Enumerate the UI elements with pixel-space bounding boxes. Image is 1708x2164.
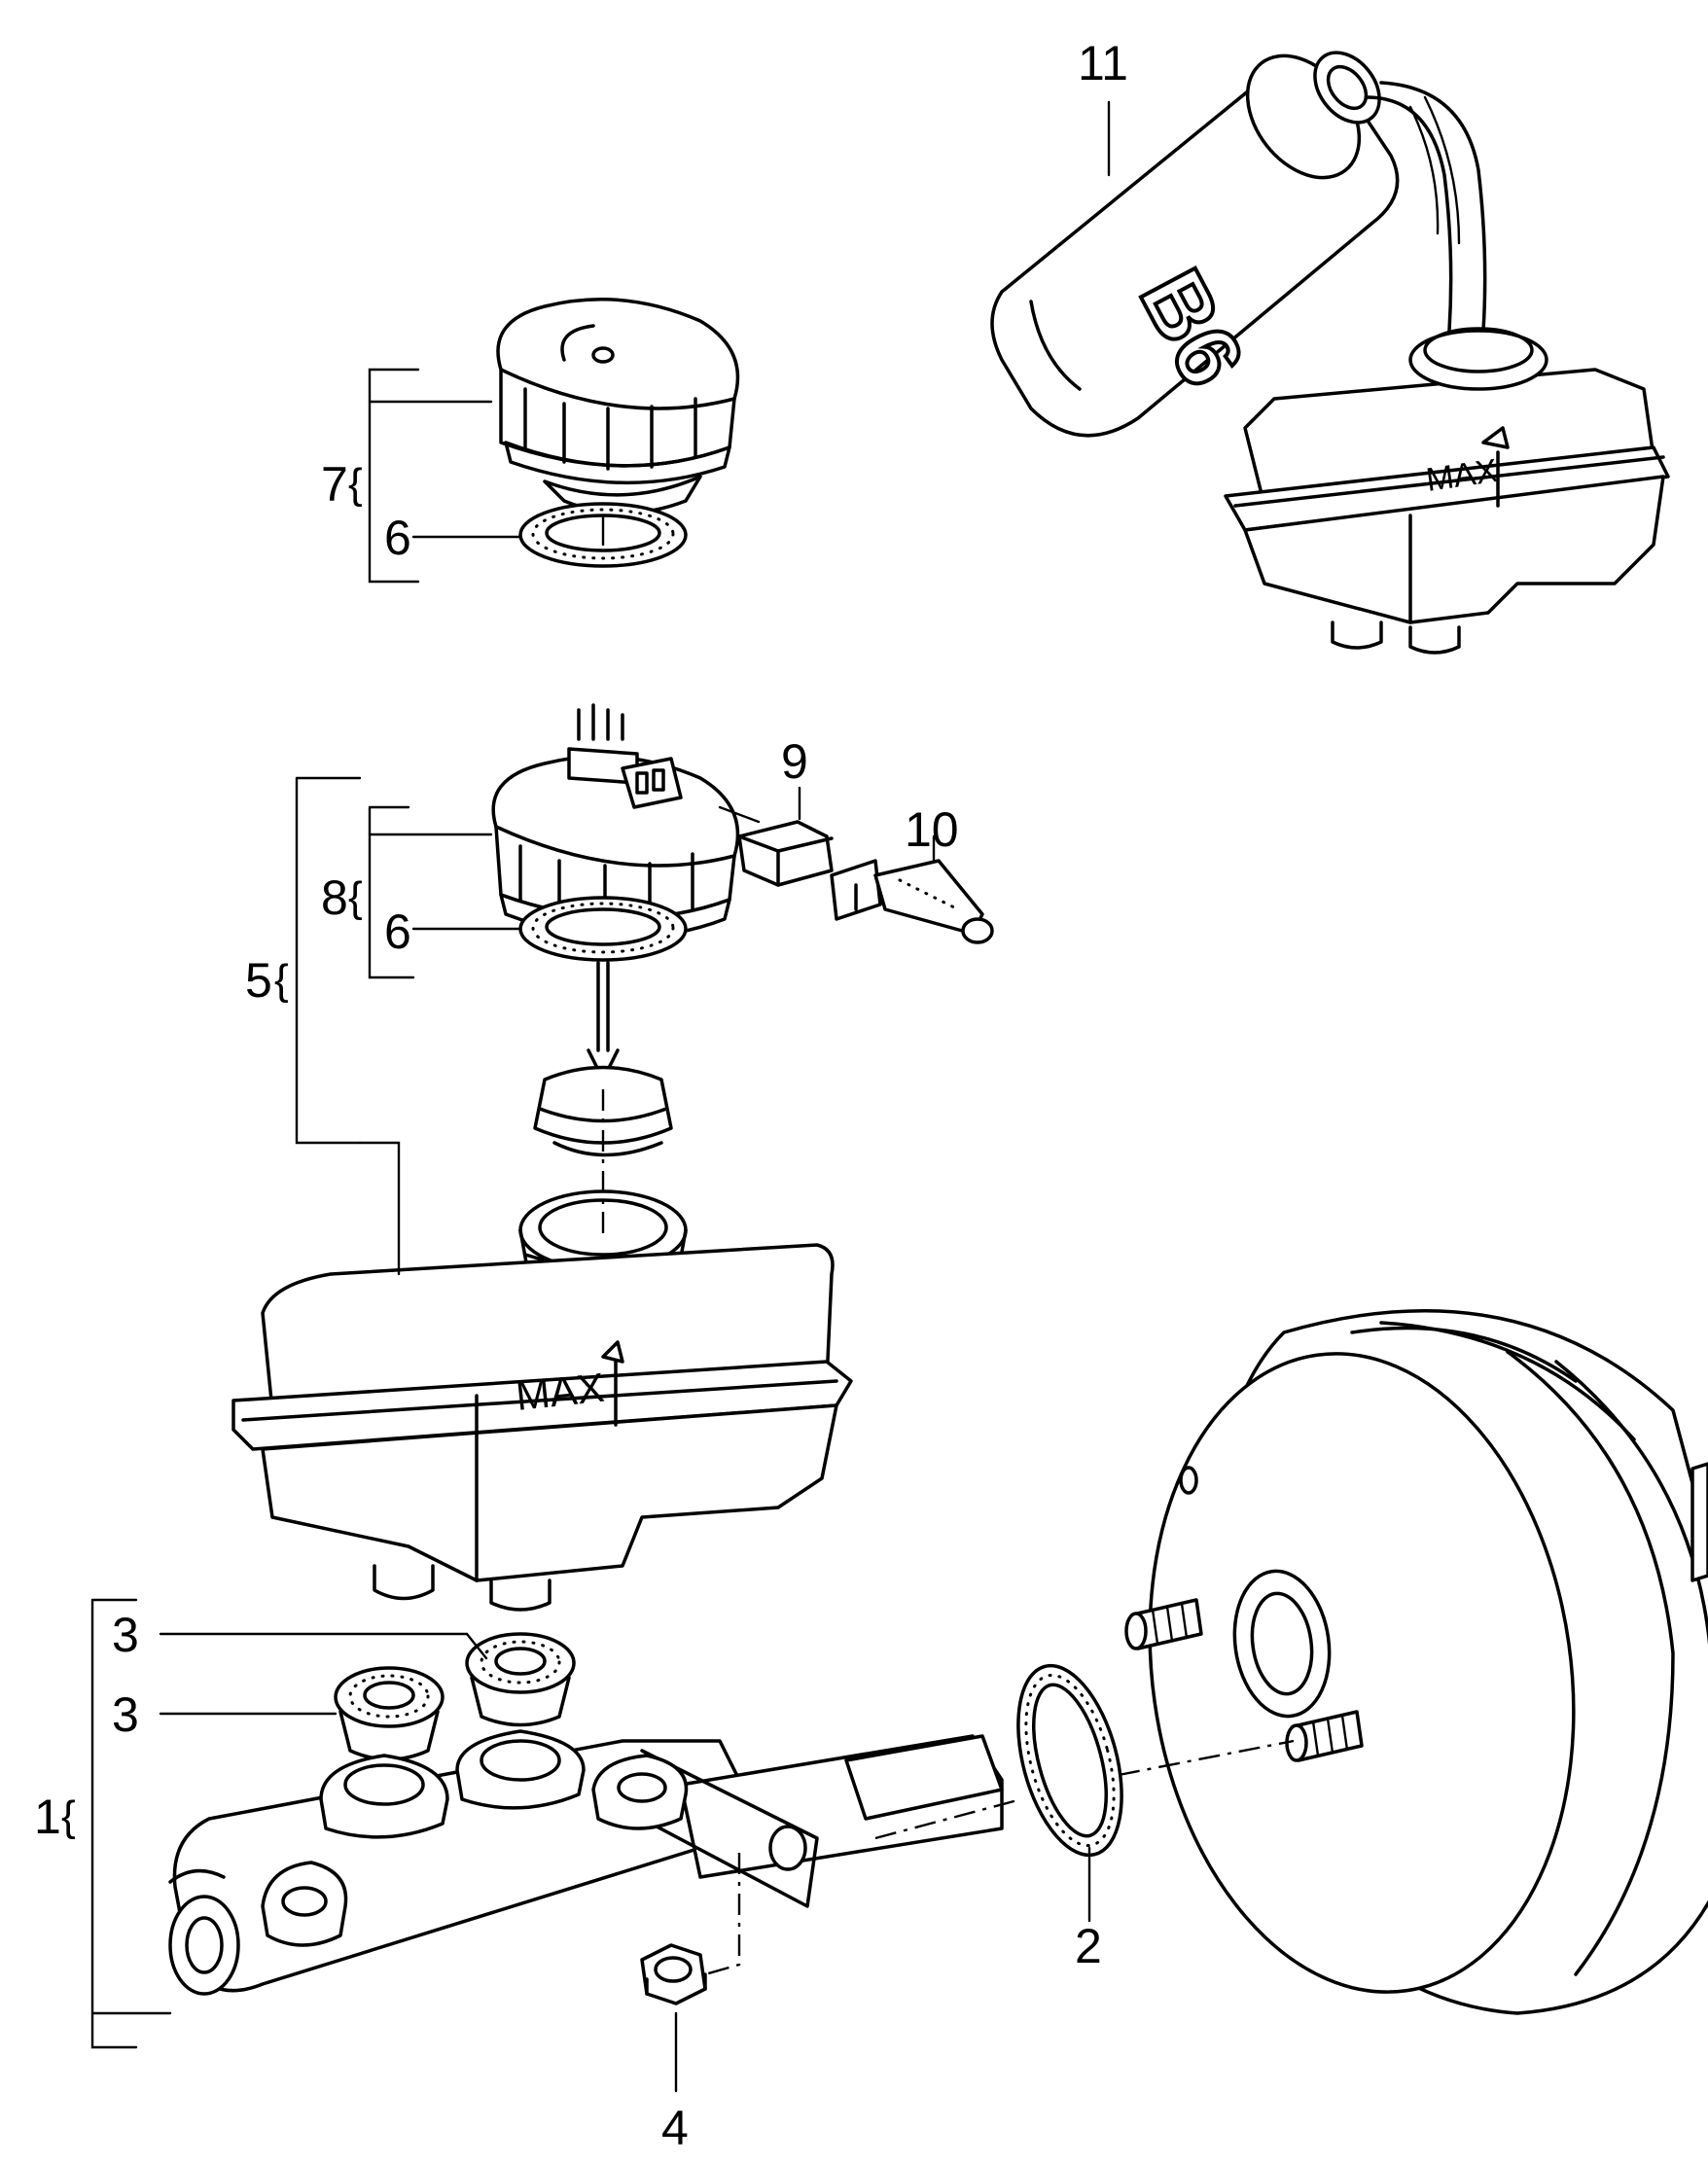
switch-cap-seal-ring bbox=[518, 896, 688, 962]
brake-fluid-can: B6 bbox=[990, 51, 1400, 438]
large-reservoir-max-label: MAX bbox=[514, 1365, 606, 1419]
callout-5: 5 bbox=[245, 953, 272, 1008]
master-cylinder bbox=[168, 1729, 1004, 1996]
callout-4: 4 bbox=[661, 2101, 689, 2155]
grommet-front bbox=[334, 1666, 445, 1761]
callout-5-brace: { bbox=[274, 956, 289, 1004]
callout-brackets bbox=[90, 100, 1111, 2093]
callout-10: 10 bbox=[905, 802, 959, 857]
brake-booster bbox=[1148, 1308, 1708, 2015]
callout-7-brace: { bbox=[348, 460, 363, 508]
grommet-rear bbox=[465, 1632, 576, 1727]
callout-8: 8 bbox=[321, 870, 348, 925]
callout-7: 7 bbox=[321, 457, 348, 512]
callout-6-lower: 6 bbox=[384, 905, 411, 959]
mounting-nut bbox=[640, 1943, 707, 2005]
callout-3-upper: 3 bbox=[112, 1608, 139, 1662]
large-reservoir: MAX bbox=[231, 1189, 853, 1612]
callout-1-brace: { bbox=[61, 1792, 76, 1840]
callout-3-lower: 3 bbox=[112, 1687, 139, 1742]
reservoir-cap-seal-ring bbox=[518, 502, 688, 568]
small-reservoir: MAX bbox=[1224, 327, 1670, 655]
plug-housing bbox=[718, 805, 834, 887]
callout-8-brace: { bbox=[348, 873, 363, 921]
callout-2: 2 bbox=[1075, 1919, 1102, 1973]
callout-9: 9 bbox=[781, 734, 808, 789]
callout-6-upper: 6 bbox=[384, 511, 411, 565]
callout-labels: 11 7 { 6 9 10 8 { 6 5 { 3 3 1 { 2 4 bbox=[34, 36, 1128, 2155]
booster-gasket bbox=[1016, 1663, 1123, 1858]
reservoir-cap bbox=[496, 298, 740, 515]
callout-1: 1 bbox=[34, 1790, 61, 1844]
wiring-connector bbox=[830, 859, 994, 944]
callout-11: 11 bbox=[1078, 36, 1128, 90]
float-and-strainer bbox=[533, 961, 673, 1157]
fluid-pour-stream bbox=[1365, 81, 1487, 333]
assembly-lines bbox=[601, 1089, 1295, 1976]
booster-stud-upper bbox=[1124, 1598, 1203, 1650]
